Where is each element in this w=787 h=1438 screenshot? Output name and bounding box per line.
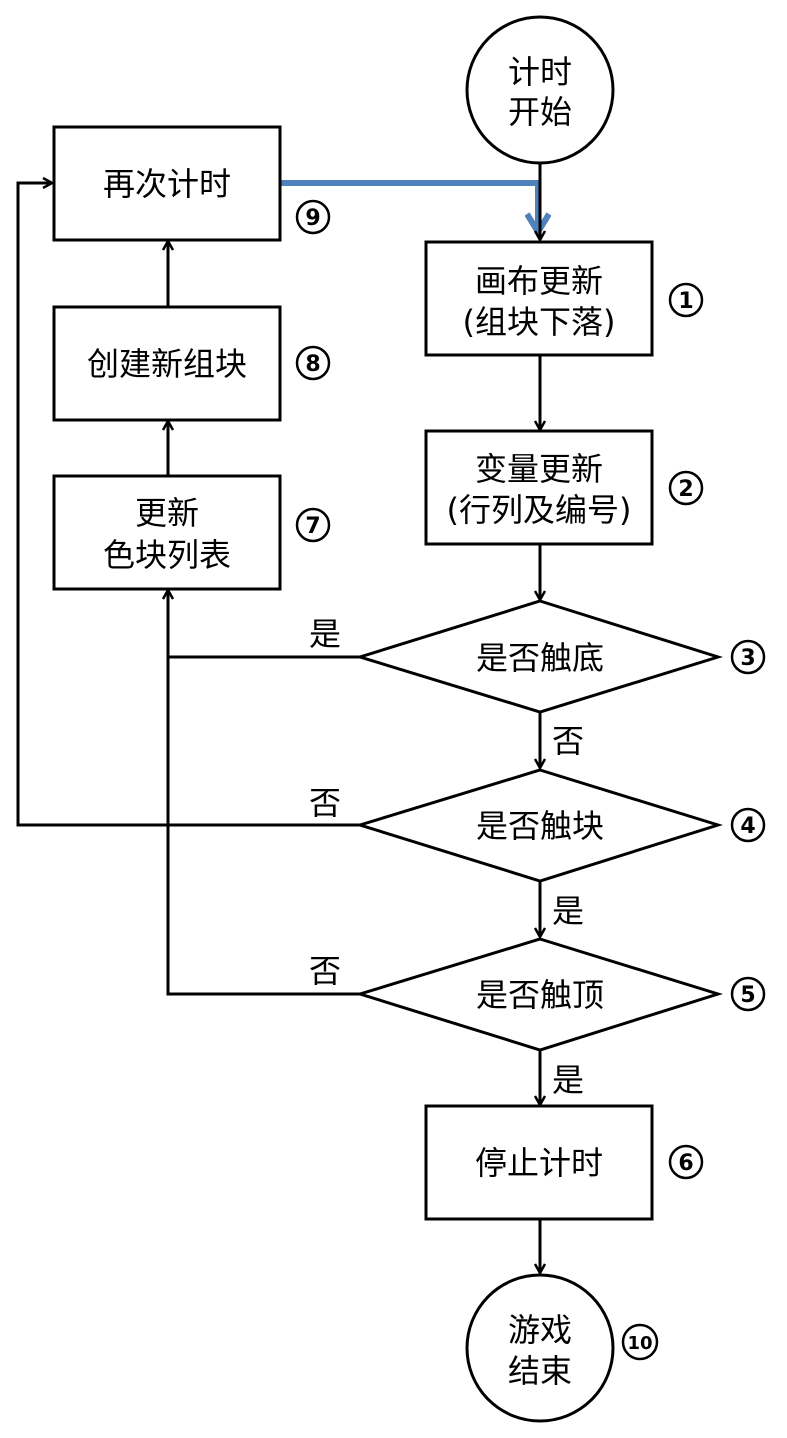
svg-text:6: 6: [678, 1151, 693, 1176]
edge-n5-to-n7: [168, 590, 360, 996]
edge-label-n4-yes: 是: [552, 892, 584, 930]
svg-text:10: 10: [627, 1333, 652, 1354]
edge-label-n3-yes: 是: [309, 615, 341, 653]
node-end-line-1: 游戏: [508, 1311, 572, 1349]
node-stop-timer: 停止计时: [424, 1104, 654, 1221]
node-update-color-list-line-2: 色块列表: [103, 536, 231, 574]
step-marker-4: 4: [730, 807, 766, 843]
node-touch-bottom: 是否触底: [354, 599, 724, 714]
node-variable-update: 变量更新 (行列及编号): [424, 429, 654, 546]
svg-text:9: 9: [305, 206, 320, 231]
step-marker-5: 5: [730, 976, 766, 1012]
step-marker-9: 9: [295, 199, 331, 235]
svg-text:7: 7: [305, 514, 320, 539]
node-stop-timer-label: 停止计时: [475, 1144, 603, 1182]
node-create-block: 创建新组块: [52, 305, 282, 422]
edge-labels: 是 否 否 是 否 是: [309, 615, 584, 1099]
node-update-color-list: 更新 色块列表: [52, 474, 282, 591]
svg-text:4: 4: [740, 814, 755, 839]
node-canvas-update: 画布更新 (组块下落): [424, 240, 654, 357]
node-canvas-update-line-2: (组块下落): [463, 303, 616, 341]
edge-label-n5-yes: 是: [552, 1061, 584, 1099]
node-end: 游戏 结束: [465, 1273, 615, 1423]
svg-text:8: 8: [305, 352, 320, 377]
node-touch-bottom-label: 是否触底: [476, 639, 604, 677]
node-touch-top-label: 是否触顶: [476, 976, 604, 1014]
svg-text:2: 2: [678, 477, 693, 502]
node-start-line-2: 开始: [508, 93, 572, 131]
nodes: 计时 开始 画布更新 (组块下落) 变量更新 (行列及编号) 是否触底 是否触块…: [52, 15, 724, 1423]
node-canvas-update-line-1: 画布更新: [475, 262, 603, 300]
step-marker-10: 10: [621, 1323, 659, 1361]
edge-n9-to-n1: [281, 180, 538, 232]
node-touch-block-label: 是否触块: [476, 807, 604, 845]
node-start: 计时 开始: [465, 15, 615, 165]
step-marker-2: 2: [668, 470, 704, 506]
node-variable-update-line-1: 变量更新: [475, 450, 603, 488]
node-update-color-list-line-1: 更新: [135, 494, 199, 532]
step-markers: 1 2 3 4 5 6 7 8: [295, 199, 766, 1361]
step-marker-8: 8: [295, 345, 331, 381]
node-restart-timer: 再次计时: [52, 125, 282, 242]
node-end-line-2: 结束: [508, 1352, 572, 1390]
edges: [16, 150, 540, 1273]
node-create-block-label: 创建新组块: [87, 345, 247, 383]
node-start-line-1: 计时: [508, 53, 572, 91]
edge-label-n5-no: 否: [309, 952, 341, 990]
edge-label-n4-no: 否: [309, 784, 341, 822]
step-marker-3: 3: [730, 639, 766, 675]
node-touch-block: 是否触块: [354, 768, 724, 883]
step-marker-7: 7: [295, 507, 331, 543]
step-marker-1: 1: [668, 282, 704, 318]
edge-n4-to-n9: [16, 183, 360, 827]
svg-text:5: 5: [740, 983, 755, 1008]
node-variable-update-line-2: (行列及编号): [447, 491, 632, 529]
edge-label-n3-no: 否: [552, 722, 584, 760]
svg-text:3: 3: [740, 646, 755, 671]
node-touch-top: 是否触顶: [354, 937, 724, 1052]
step-marker-6: 6: [668, 1144, 704, 1180]
node-restart-timer-label: 再次计时: [103, 165, 231, 203]
svg-text:1: 1: [678, 289, 693, 314]
